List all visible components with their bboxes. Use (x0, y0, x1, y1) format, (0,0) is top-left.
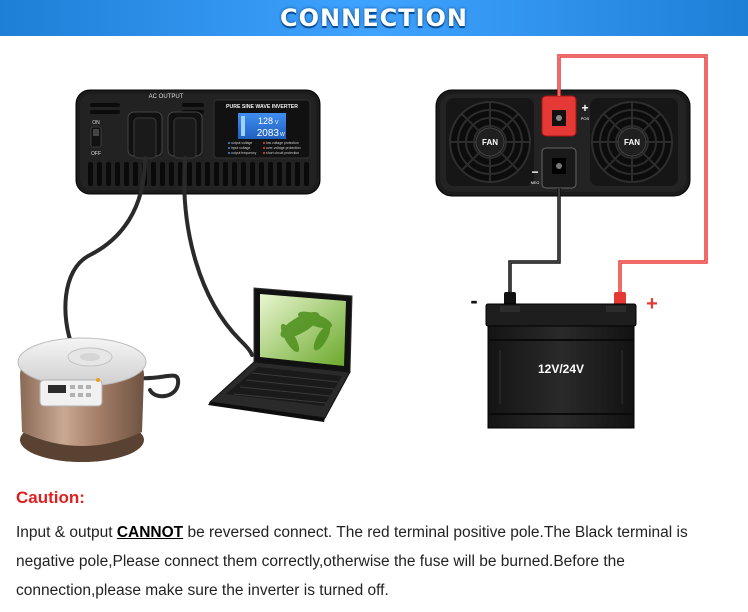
indicator-label: over-voltage protection (266, 146, 301, 150)
fan-left-label: FAN (482, 138, 498, 147)
negative-wire (504, 188, 561, 306)
fan-left: FAN (446, 98, 534, 186)
indicator-label: output frequency (231, 151, 257, 155)
caution-text: Input & output CANNOT be reversed connec… (16, 518, 736, 605)
vent-slots (88, 162, 309, 186)
inverter-front: AC OUTPUT ON OFF (75, 89, 321, 195)
battery: 12V/24V - + (470, 288, 658, 429)
pos-symbol: + (581, 101, 588, 115)
plug-2 (173, 117, 197, 159)
fan-right-label: FAN (624, 138, 640, 147)
header-banner: CONNECTION (0, 0, 748, 36)
lcd-power: 2083 (257, 128, 280, 139)
lcd-screen (238, 113, 286, 139)
power-cables (63, 156, 254, 399)
caution-text-start: Input & output (16, 524, 117, 541)
fan-right: FAN (590, 98, 678, 186)
indicator-label: low voltage protection (266, 141, 299, 145)
panel-title: PURE SINE WAVE INVERTER (226, 104, 298, 110)
connection-illustration: AC OUTPUT ON OFF (17, 54, 708, 462)
battery-neg-sign: - (470, 288, 477, 313)
banner-title: CONNECTION (280, 4, 468, 32)
rice-cooker (17, 337, 147, 462)
switch-off-label: OFF (91, 151, 101, 157)
indicator-label: short circuit protection (266, 151, 299, 155)
battery-pos-sign: + (646, 293, 658, 315)
neg-label: NEG (531, 180, 540, 185)
display-panel: PURE SINE WAVE INVERTER 128 V 2083 W out… (213, 99, 311, 159)
ac-output-label: AC OUTPUT (149, 94, 184, 100)
lcd-power-unit: W (280, 132, 285, 138)
pos-label: POS (581, 116, 590, 121)
laptop (208, 287, 353, 422)
caution-title: Caution: (16, 488, 85, 507)
indicator-list-left: output voltage input voltage output freq… (228, 141, 257, 155)
indicator-label: input voltage (231, 146, 250, 150)
lcd-voltage: 128 (258, 116, 273, 126)
lcd-voltage-unit: V (275, 120, 279, 126)
negative-terminal[interactable]: − NEG (531, 147, 577, 189)
neg-symbol: − (531, 165, 538, 179)
plug-1 (133, 117, 157, 159)
indicator-list-right: low voltage protection over-voltage prot… (263, 141, 301, 155)
caution-emphasis: CANNOT (116, 524, 184, 541)
switch-on-label: ON (92, 120, 100, 126)
caution-text-end: be reversed connect. The red terminal po… (16, 524, 688, 599)
positive-wire (557, 54, 708, 306)
power-switch[interactable]: ON OFF (90, 120, 102, 157)
indicator-label: output voltage (231, 141, 252, 145)
battery-voltage-label: 12V/24V (538, 362, 584, 376)
positive-terminal[interactable]: + POS (541, 95, 590, 137)
inverter-back: FAN FAN + POS − NEG (435, 89, 691, 197)
